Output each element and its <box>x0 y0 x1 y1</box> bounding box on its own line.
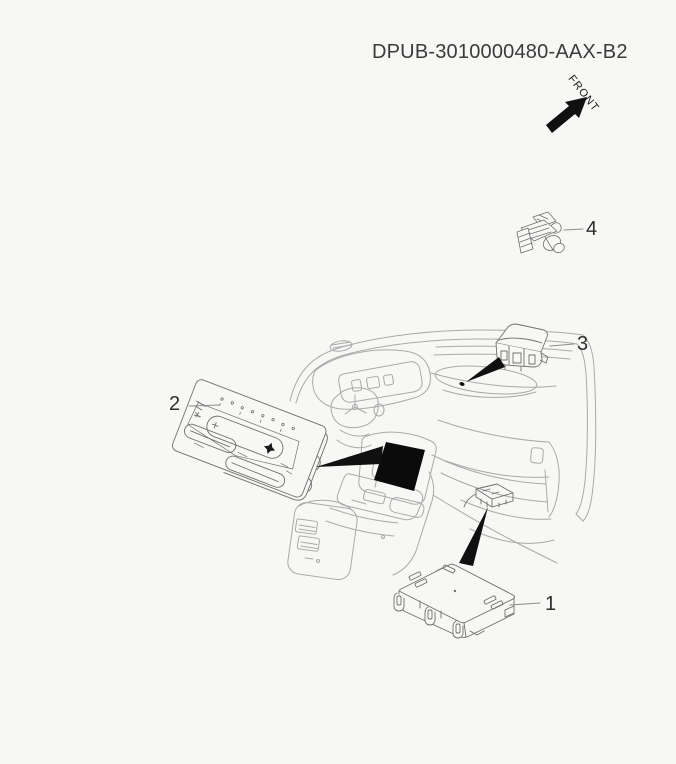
center-display-screen <box>374 442 425 491</box>
dashboard-illustration <box>287 329 597 581</box>
part-1-control-module-drawing <box>393 563 515 639</box>
pointer-arrow-2-icon <box>316 446 383 467</box>
callout-label-2: 2 <box>169 393 181 415</box>
leader-lines <box>188 228 584 606</box>
pointer-arrow-3-dot <box>459 382 465 386</box>
leader-line-3 <box>549 343 575 347</box>
part-number-title: DPUB-3010000480-AAX-B2 <box>372 41 628 63</box>
pointer-arrow-3-icon <box>466 357 505 382</box>
callout-label-4: 4 <box>586 218 598 240</box>
part-2-control-panel-drawing <box>172 379 328 501</box>
leader-line-2 <box>188 404 221 407</box>
callout-label-1: 1 <box>545 593 557 615</box>
module-mount-location <box>463 483 514 508</box>
callout-label-3: 3 <box>577 333 589 355</box>
leader-line-4 <box>563 228 584 231</box>
part-3-dash-top-module-drawing <box>495 323 549 372</box>
part-4-sensor-drawing <box>516 211 565 254</box>
pointer-arrows <box>316 97 587 566</box>
panel-star-icon <box>263 442 276 454</box>
pointer-arrow-1-icon <box>459 507 488 566</box>
front-arrow-icon <box>546 97 587 133</box>
leader-line-1 <box>509 602 541 606</box>
